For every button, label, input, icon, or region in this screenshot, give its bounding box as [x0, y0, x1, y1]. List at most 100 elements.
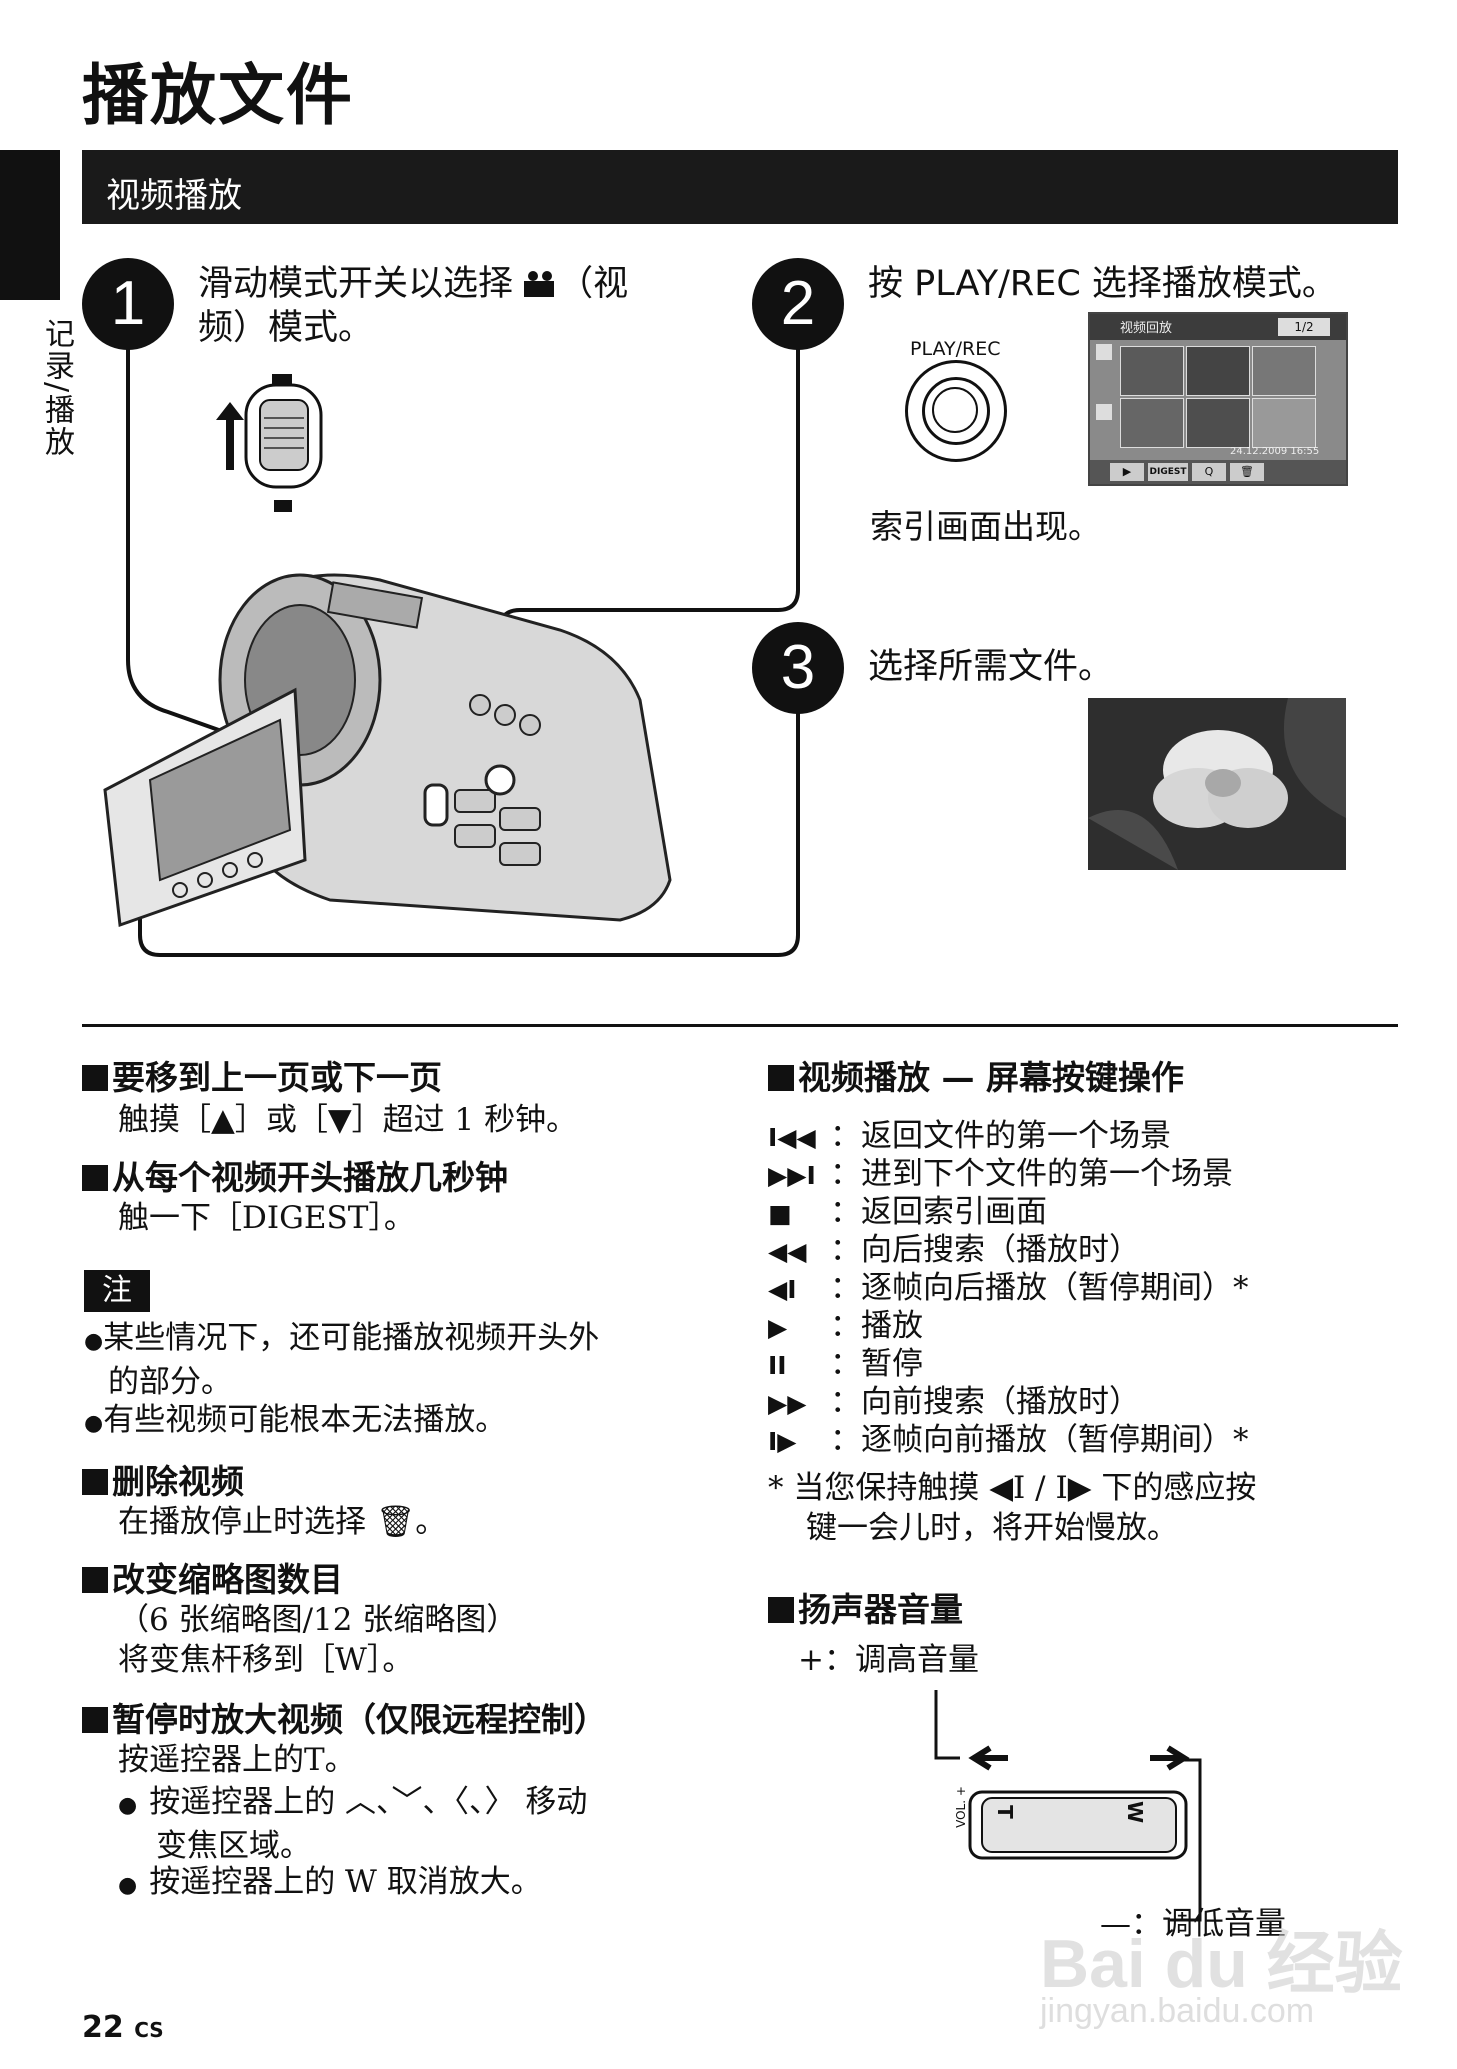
controls-heading: 视频播放 — 屏幕按键操作 — [768, 1058, 1184, 1098]
step-1-line2: 频）模式。 — [198, 308, 374, 348]
zoom-bullet-line: 变焦区域。 — [156, 1828, 311, 1864]
side-tab-marker — [0, 150, 60, 300]
step-1-line1: 滑动模式开关以选择 — [198, 264, 525, 304]
page-number: 22 CS — [82, 2010, 164, 2045]
step-1-line1b: （视 — [558, 264, 629, 304]
zoom-heading: 暂停时放大视频（仅限远程控制） — [82, 1700, 607, 1740]
volume-plus-label: +：调高音量 — [798, 1642, 979, 1678]
play-rec-label: PLAY/REC — [910, 338, 1001, 360]
page-nav-heading: 要移到上一页或下一页 — [82, 1058, 442, 1098]
note-item-line: 有些视频可能根本无法播放。 — [103, 1402, 507, 1438]
zoom-body: 按遥控器上的T。 — [118, 1742, 356, 1778]
control-description: ：向前搜索（播放时） — [830, 1384, 1140, 1420]
step-2-number: 2 — [752, 258, 844, 350]
control-description: ：返回索引画面 — [830, 1194, 1047, 1230]
thumbnail[interactable] — [1186, 346, 1250, 396]
control-description: ：逐帧向前播放（暂停期间）* — [830, 1422, 1249, 1458]
lever-w-label: W — [1123, 1800, 1148, 1824]
zoom-lever-diagram — [934, 1690, 1202, 1922]
controls-footnote: * 当您保持触摸 ◀I / I▶ 下的感应按 键一会儿时，将开始慢放。 — [768, 1468, 1256, 1548]
thumbnail[interactable] — [1120, 346, 1184, 396]
control-description: ：返回文件的第一个场景 — [830, 1118, 1171, 1154]
thumbnail[interactable] — [1186, 398, 1250, 448]
volume-heading: 扬声器音量 — [768, 1590, 963, 1630]
note-label: 注 — [84, 1270, 150, 1312]
control-row: ▶▶ ：向前搜索（播放时） — [768, 1384, 1388, 1422]
index-zoom-button[interactable]: Q — [1192, 463, 1226, 481]
scroll-down-arrow-icon[interactable] — [1096, 404, 1112, 420]
digest-heading: 从每个视频开头播放几秒钟 — [82, 1158, 508, 1198]
thumbnail[interactable] — [1120, 398, 1184, 448]
zoom-bullet-line: 按遥控器上的 ︿、﹀、〈、〉 移动 — [149, 1784, 588, 1820]
lever-vol-label: VOL. + — [953, 1786, 968, 1828]
step-1-number: 1 — [82, 258, 174, 350]
index-screen-header: 视频回放 — [1120, 321, 1173, 336]
footnote-line: * 当您保持触摸 ◀I / I▶ 下的感应按 — [768, 1470, 1257, 1506]
note-item: ●有些视频可能根本无法播放。 — [84, 1402, 507, 1438]
mode-switch-icon — [216, 374, 323, 512]
thumbnail[interactable] — [1252, 398, 1316, 448]
side-label: 记录/播放 — [39, 318, 74, 459]
thumbnails-line2: 将变焦杆移到［W］。 — [118, 1642, 414, 1678]
index-screen: 视频回放 1/2 24.12.2009 16:55 ▶ DIGEST Q 🗑 — [1088, 312, 1348, 486]
step-2-caption: 索引画面出现。 — [870, 507, 1101, 546]
step-3-text: 选择所需文件。 — [868, 647, 1114, 687]
flower-image — [1088, 698, 1346, 870]
stop-icon: ■ — [768, 1199, 792, 1228]
thumbnails-line1: （6 张缩略图/12 张缩略图） — [118, 1602, 518, 1638]
index-timestamp: 24.12.2009 16:55 — [1230, 446, 1320, 457]
lever-t-label: T — [992, 1805, 1017, 1819]
zoom-bullet: ●按遥控器上的 ︿、﹀、〈、〉 移动 变焦区域。 — [118, 1784, 588, 1864]
scroll-up-arrow-icon[interactable] — [1096, 344, 1112, 360]
rewind-icon: ◀◀ — [768, 1237, 807, 1266]
play-rec-button[interactable] — [905, 360, 1007, 462]
zoom-bullet: ●按遥控器上的 W 取消放大。 — [118, 1864, 542, 1900]
watermark-url: jingyan.baidu.com — [1040, 1992, 1315, 2030]
pause-icon: II — [768, 1351, 787, 1380]
zoom-bullet-line: 按遥控器上的 W 取消放大。 — [149, 1864, 542, 1900]
control-description: ：进到下个文件的第一个场景 — [830, 1156, 1233, 1192]
watermark-logo: Bai du 经验 — [1040, 1926, 1403, 2002]
page-title: 播放文件 — [82, 57, 354, 134]
thumbnails-heading: 改变缩略图数目 — [82, 1560, 343, 1600]
camcorder-drawing — [103, 573, 672, 928]
control-row: ◀I：逐帧向后播放（暂停期间）* — [768, 1270, 1388, 1308]
frame-forward-icon: I▶ — [768, 1427, 797, 1456]
skip-next-icon: ▶▶I — [768, 1161, 816, 1190]
index-digest-button[interactable]: DIGEST — [1148, 463, 1188, 481]
control-row: I▶ ：逐帧向前播放（暂停期间）* — [768, 1422, 1388, 1460]
index-page-indicator: 1/2 — [1278, 318, 1330, 336]
note-item: ●某些情况下，还可能播放视频开头外 的部分。 — [84, 1320, 600, 1400]
delete-body: 在播放停止时选择 🗑。 — [118, 1504, 447, 1540]
controls-list: I◀◀：返回文件的第一个场景▶▶I：进到下个文件的第一个场景■：返回索引画面◀◀… — [768, 1118, 1388, 1460]
digest-body: 触一下［DIGEST］。 — [118, 1200, 415, 1236]
selected-video-frame — [1088, 698, 1346, 870]
control-row: ◀◀ ：向后搜索（播放时） — [768, 1232, 1388, 1270]
page-number-value: 22 — [82, 2010, 124, 2045]
delete-heading: 删除视频 — [82, 1462, 244, 1502]
control-description: ：播放 — [830, 1308, 923, 1344]
control-row: ■ ：返回索引画面 — [768, 1194, 1388, 1232]
skip-start-icon: I◀◀ — [768, 1123, 816, 1152]
section-title: 视频播放 — [106, 176, 242, 216]
control-row: II：暂停 — [768, 1346, 1388, 1384]
camera-illustration — [103, 340, 800, 957]
video-mode-icon — [524, 271, 558, 297]
play-icon: ▶ — [768, 1313, 788, 1342]
step-2-text: 按 PLAY/REC 选择播放模式。 — [868, 264, 1337, 304]
thumbnail[interactable] — [1252, 346, 1316, 396]
control-description: ：逐帧向后播放（暂停期间）* — [830, 1270, 1249, 1306]
control-description: ：向后搜索（播放时） — [830, 1232, 1140, 1268]
section-header: 视频播放 — [82, 150, 1398, 224]
step-1-text: 滑动模式开关以选择 （视 频）模式。 — [198, 262, 718, 350]
footnote-line: 键一会儿时，将开始慢放。 — [806, 1510, 1178, 1546]
page-nav-body: 触摸［▲］或［▼］超过 1 秒钟。 — [118, 1102, 578, 1138]
control-row: ▶▶I ：进到下个文件的第一个场景 — [768, 1156, 1388, 1194]
note-item-line: 某些情况下，还可能播放视频开头外 — [103, 1320, 600, 1356]
index-play-button[interactable]: ▶ — [1110, 463, 1144, 481]
index-delete-button[interactable]: 🗑 — [1230, 463, 1264, 481]
section-divider — [82, 1024, 1398, 1027]
control-row: I◀◀ ：返回文件的第一个场景 — [768, 1118, 1388, 1156]
forward-icon: ▶▶ — [768, 1389, 807, 1418]
step-3-number: 3 — [752, 622, 844, 714]
